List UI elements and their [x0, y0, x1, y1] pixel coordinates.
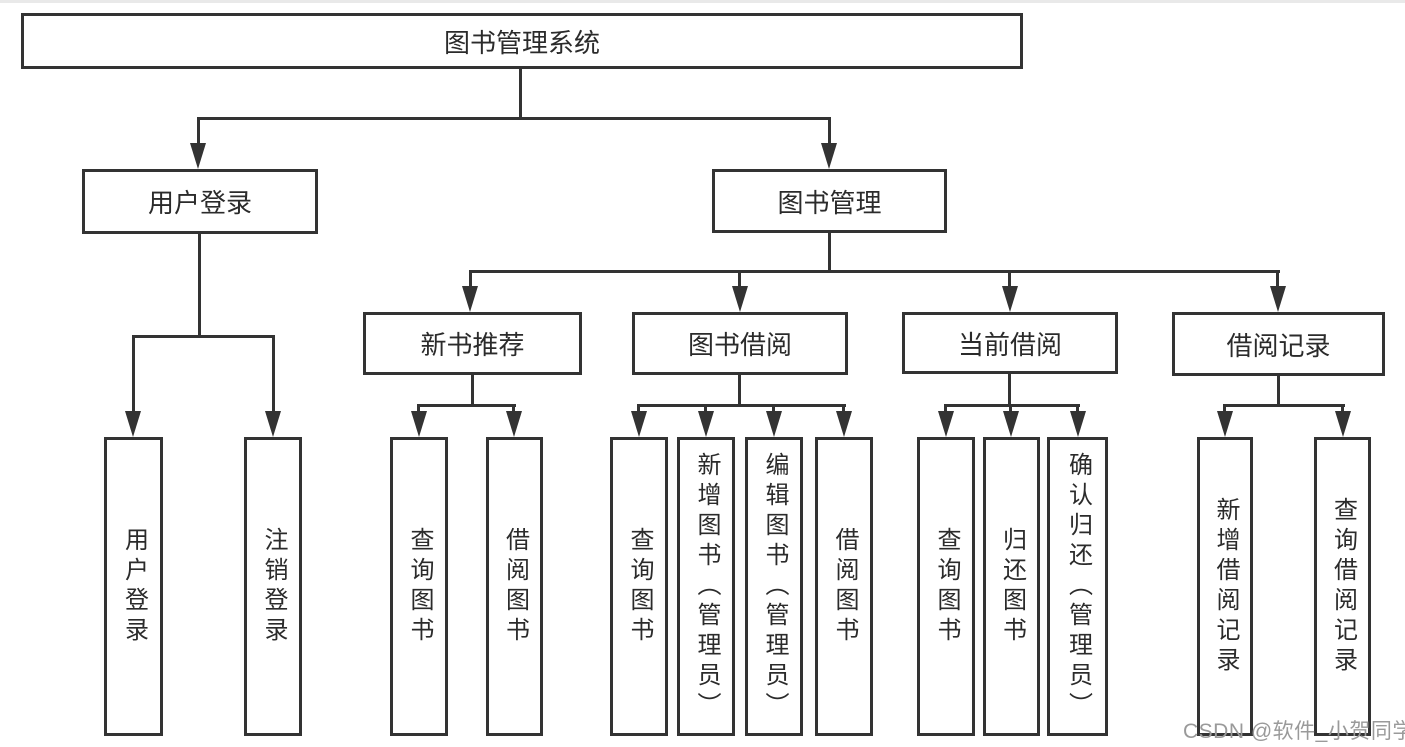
edge-line — [704, 404, 707, 416]
edge-line — [198, 234, 201, 337]
arrowhead-icon — [1002, 286, 1018, 312]
node-book-borrowing: 图书借阅 — [632, 312, 848, 375]
edge-line — [469, 270, 1280, 273]
edge-line — [1277, 376, 1280, 407]
arrowhead-icon — [836, 411, 852, 437]
top-edge-strip — [0, 0, 1405, 3]
node-label: 编辑图书（管理员） — [761, 451, 788, 722]
edge-line — [471, 375, 474, 407]
node-label: 借阅图书 — [831, 526, 858, 647]
node-label: 用户登录 — [147, 188, 252, 218]
node-leaf-query-books-1: 查询图书 — [390, 437, 448, 736]
node-label: 新增图书（管理员） — [693, 451, 720, 722]
edge-line — [828, 233, 831, 273]
node-current-borrowing: 当前借阅 — [902, 312, 1118, 374]
arrowhead-icon — [938, 411, 954, 437]
arrowhead-icon — [1217, 411, 1233, 437]
node-label: 图书管理 — [777, 187, 882, 218]
edge-line — [738, 270, 741, 290]
node-label: 借阅图书 — [501, 526, 529, 647]
edge-line — [512, 404, 515, 416]
node-leaf-add-book-admin: 新增图书（管理员） — [677, 437, 735, 736]
arrowhead-icon — [821, 143, 837, 169]
node-leaf-add-borrow-record: 新增借阅记录 — [1197, 437, 1253, 736]
edge-line — [738, 375, 741, 407]
node-new-book-recommendation: 新书推荐 — [363, 312, 582, 375]
edge-line — [637, 404, 640, 416]
edge-line — [132, 335, 135, 415]
node-label: 查询图书 — [626, 526, 653, 647]
arrowhead-icon — [265, 411, 281, 437]
node-borrowing-records: 借阅记录 — [1172, 312, 1385, 376]
node-label: 图书管理系统 — [443, 27, 600, 58]
edge-line — [197, 117, 200, 149]
edge-line — [1076, 404, 1079, 416]
node-leaf-query-books-2: 查询图书 — [610, 437, 668, 736]
edge-line — [469, 270, 472, 290]
node-leaf-borrow-books-1: 借阅图书 — [486, 437, 543, 736]
node-label: 归还图书 — [998, 526, 1026, 647]
edge-line — [197, 117, 831, 120]
arrowhead-icon — [190, 143, 206, 169]
node-leaf-borrow-books-2: 借阅图书 — [815, 437, 873, 736]
node-label: 新增借阅记录 — [1212, 496, 1239, 677]
edge-line — [1008, 270, 1011, 290]
node-leaf-query-borrow-record: 查询借阅记录 — [1314, 437, 1371, 736]
arrowhead-icon — [732, 286, 748, 312]
edge-line — [1009, 404, 1012, 416]
node-label: 图书借阅 — [687, 330, 792, 360]
node-label: 当前借阅 — [957, 329, 1062, 360]
node-book-management: 图书管理 — [712, 169, 947, 233]
arrowhead-icon — [698, 411, 714, 437]
node-label: 确认归还（管理员） — [1064, 451, 1092, 722]
arrowhead-icon — [631, 411, 647, 437]
edge-line — [944, 404, 947, 416]
node-label: 查询图书 — [933, 526, 960, 647]
arrowhead-icon — [1335, 411, 1351, 437]
node-leaf-return-books: 归还图书 — [983, 437, 1040, 736]
edge-line — [132, 335, 275, 338]
node-leaf-user-login: 用户登录 — [104, 437, 163, 736]
edge-line — [1008, 374, 1011, 407]
edge-line — [772, 404, 775, 416]
edge-line — [417, 404, 420, 416]
edge-line — [519, 69, 522, 119]
arrowhead-icon — [411, 411, 427, 437]
arrowhead-icon — [125, 411, 141, 437]
edge-line — [1276, 270, 1279, 290]
node-label: 借阅记录 — [1226, 330, 1331, 361]
node-leaf-logout: 注销登录 — [244, 437, 302, 736]
node-label: 用户登录 — [120, 526, 148, 647]
node-leaf-edit-book-admin: 编辑图书（管理员） — [745, 437, 803, 736]
node-label: 查询图书 — [406, 526, 433, 647]
edge-line — [1223, 404, 1226, 416]
node-leaf-confirm-return-admin: 确认归还（管理员） — [1047, 437, 1108, 736]
edge-line — [842, 404, 845, 416]
arrowhead-icon — [1270, 286, 1286, 312]
edge-line — [1341, 404, 1344, 416]
edge-line — [828, 117, 831, 149]
node-library-management-system: 图书管理系统 — [21, 13, 1023, 69]
edge-line — [1223, 404, 1345, 407]
node-leaf-query-books-3: 查询图书 — [917, 437, 975, 736]
node-label: 新书推荐 — [420, 330, 525, 360]
node-user-login: 用户登录 — [82, 169, 318, 234]
arrowhead-icon — [506, 411, 522, 437]
node-label: 注销登录 — [260, 526, 287, 647]
arrowhead-icon — [462, 286, 478, 312]
edge-line — [417, 404, 516, 407]
edge-line — [272, 335, 275, 415]
edge-line — [637, 404, 846, 407]
arrowhead-icon — [1003, 411, 1019, 437]
arrowhead-icon — [766, 411, 782, 437]
node-label: 查询借阅记录 — [1329, 496, 1357, 677]
csdn-watermark: CSDN @软件_小贺同学 — [1183, 720, 1405, 743]
arrowhead-icon — [1070, 411, 1086, 437]
edge-line — [944, 404, 1080, 407]
